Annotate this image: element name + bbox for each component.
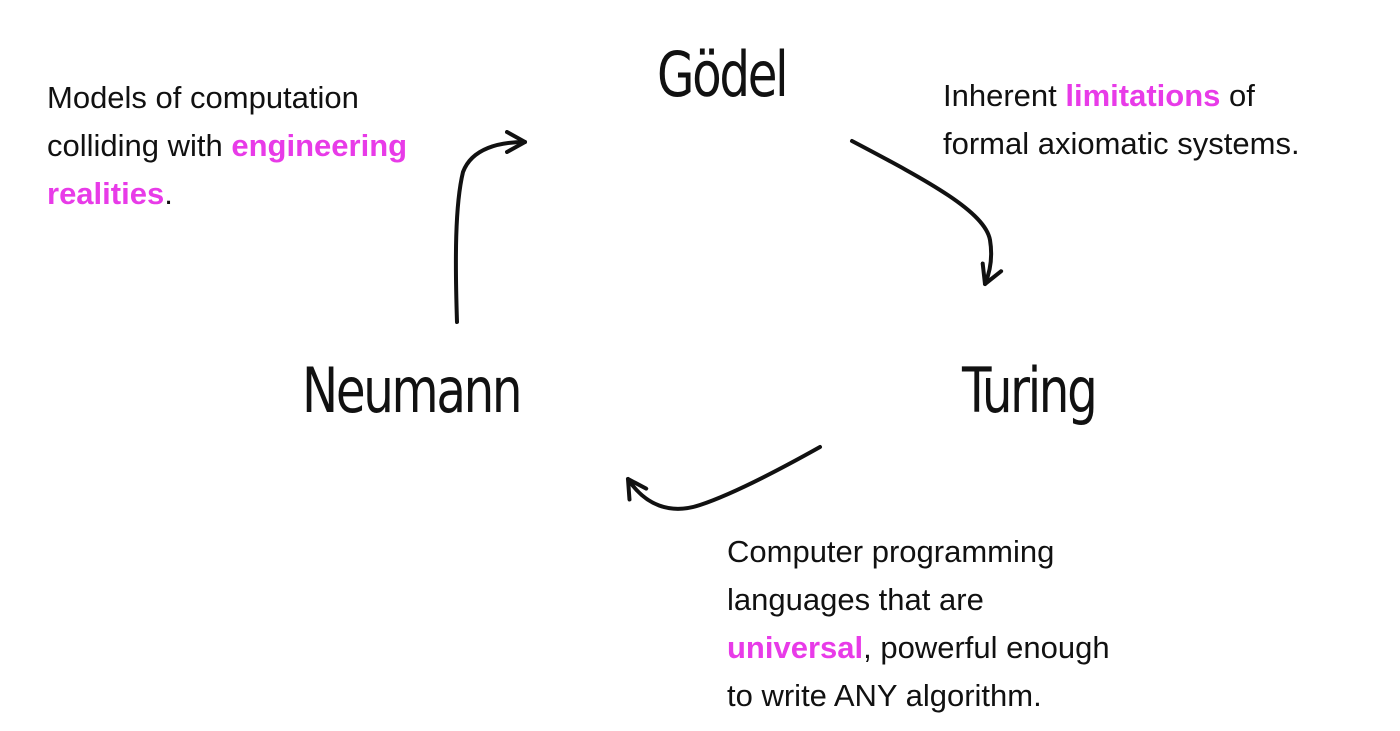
node-turing: Turing xyxy=(962,354,1098,427)
note-neumann: Models of computation colliding with eng… xyxy=(47,74,407,218)
note-godel-line1-prefix: Inherent xyxy=(943,78,1066,113)
arrow-godel-to-turing xyxy=(850,139,1004,286)
note-godel: Inherent limitations of formal axiomatic… xyxy=(943,72,1300,168)
note-turing-line1: Computer programming xyxy=(727,534,1055,569)
highlight-realities: realities xyxy=(47,176,165,211)
note-godel-line2: formal axiomatic systems. xyxy=(943,126,1300,161)
note-turing-line3-suffix: , powerful enough xyxy=(863,630,1110,665)
note-turing-line3: universal, powerful enough xyxy=(727,624,1110,672)
note-neumann-line3: realities. xyxy=(47,170,407,218)
arrow-turing-to-neumann xyxy=(626,445,822,511)
note-neumann-line2-prefix: colliding with xyxy=(47,128,232,163)
note-turing: Computer programming languages that are … xyxy=(727,528,1110,720)
highlight-universal: universal xyxy=(727,630,864,665)
note-godel-line1-suffix: of xyxy=(1220,78,1255,113)
note-neumann-line2: colliding with engineering xyxy=(47,122,407,170)
note-neumann-line3-suffix: . xyxy=(164,176,173,211)
note-turing-line4: to write ANY algorithm. xyxy=(727,678,1042,713)
node-neumann: Neumann xyxy=(302,354,523,427)
note-turing-line2: languages that are xyxy=(727,582,984,617)
highlight-engineering: engineering xyxy=(231,128,408,163)
node-godel: Gödel xyxy=(657,38,789,111)
note-godel-line1: Inherent limitations of xyxy=(943,72,1300,120)
note-neumann-line1: Models of computation xyxy=(47,80,359,115)
highlight-limitations: limitations xyxy=(1065,78,1221,113)
arrow-neumann-to-godel xyxy=(453,130,527,324)
